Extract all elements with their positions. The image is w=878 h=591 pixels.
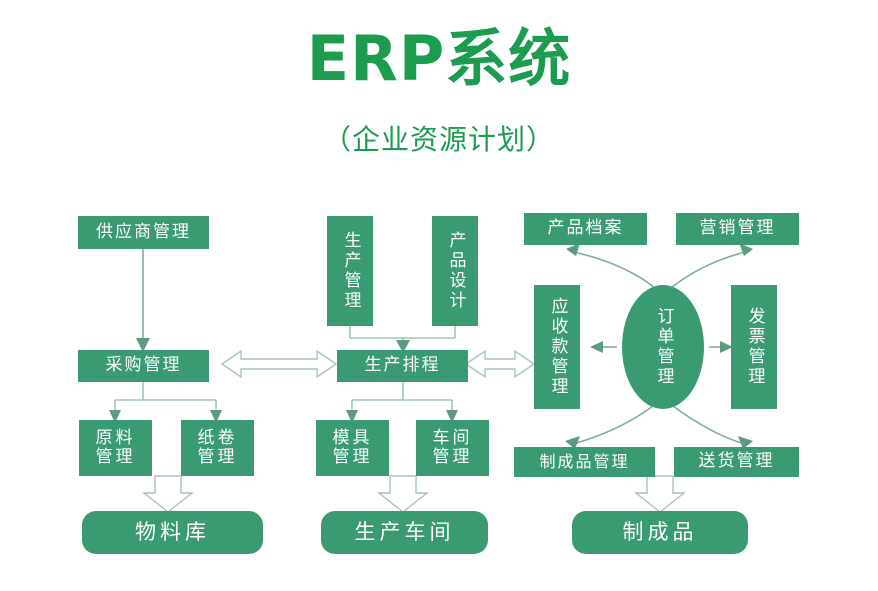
node-material-warehouse[interactable]: 物料库 [82,511,263,554]
connector-scheduling-receivables-double-arrow [464,349,536,379]
page-title: ERP系统 [306,22,572,95]
node-mold-management[interactable]: 模具 管理 [316,420,389,476]
node-paper-roll-management[interactable]: 纸卷 管理 [181,420,254,476]
node-invoice-management[interactable]: 发票管理 [731,285,777,409]
node-receivables-management[interactable]: 应收款管理 [534,285,580,409]
node-supplier-management[interactable]: 供应商管理 [78,216,209,249]
page-subtitle: （企业资源计划） [322,123,555,156]
node-purchasing-management[interactable]: 采购管理 [78,350,209,382]
connector-purchasing-scheduling-double-arrow [220,349,338,379]
connector-workshop-to-production-workshop [376,475,430,513]
node-production-workshop[interactable]: 生产车间 [321,511,488,554]
connector-order-to-receivables [590,341,617,353]
node-finished-goods[interactable]: 制成品 [572,511,748,554]
node-production-scheduling[interactable]: 生产排程 [337,350,468,382]
connector-order-to-product-archive [566,243,656,289]
connector-order-to-invoice [709,341,733,353]
connector-finished-goods-block-arrow [633,475,687,513]
node-order-management[interactable]: 订单管理 [622,285,704,409]
connector-order-to-marketing [670,243,753,289]
node-delivery-management[interactable]: 送货管理 [674,447,799,477]
connector-order-to-delivery [672,405,753,449]
node-product-archive[interactable]: 产品档案 [524,213,647,245]
node-production-management[interactable]: 生产管理 [327,216,373,326]
connector-production-to-scheduling [349,326,456,353]
node-finished-goods-management[interactable]: 制成品管理 [514,447,655,477]
node-workshop-management[interactable]: 车间 管理 [416,420,489,476]
node-marketing-management[interactable]: 营销管理 [676,213,799,245]
connector-materials-to-warehouse [141,475,195,513]
node-raw-material-management[interactable]: 原料 管理 [79,420,152,476]
connector-scheduling-to-mold-workshop [346,382,458,423]
connector-purchasing-to-materials [109,382,222,423]
connector-supplier-to-purchasing [136,249,150,352]
connector-order-to-finished-goods-mgmt [565,405,654,449]
node-product-design[interactable]: 产品设计 [432,216,478,326]
